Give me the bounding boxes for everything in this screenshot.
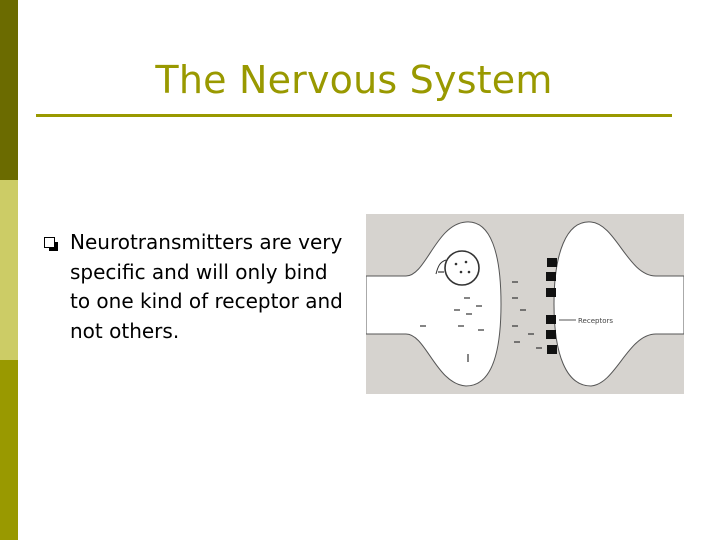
postsynaptic-membrane <box>553 221 684 387</box>
title-underline <box>36 114 672 117</box>
bullet-text: Neurotransmitters are very specific and … <box>70 230 343 343</box>
receptor-label: Receptors <box>578 317 613 325</box>
left-bar-segment-top <box>0 0 18 180</box>
bullet-item: Neurotransmitters are very specific and … <box>44 228 344 346</box>
slide-title: The Nervous System <box>155 58 553 102</box>
left-bar-segment-middle <box>0 180 18 360</box>
receptor-proteins <box>546 258 557 354</box>
left-accent-bar <box>0 0 18 540</box>
vesicle-contents <box>454 260 471 274</box>
exocytosis-arrow <box>435 259 447 275</box>
left-bar-segment-bottom <box>0 360 18 540</box>
neurotransmitter-molecules <box>420 271 542 362</box>
square-bullet-icon <box>44 237 58 251</box>
synaptic-vesicle <box>444 250 480 286</box>
synapse-diagram: Receptors <box>366 214 684 394</box>
bullet-list: Neurotransmitters are very specific and … <box>44 228 344 346</box>
